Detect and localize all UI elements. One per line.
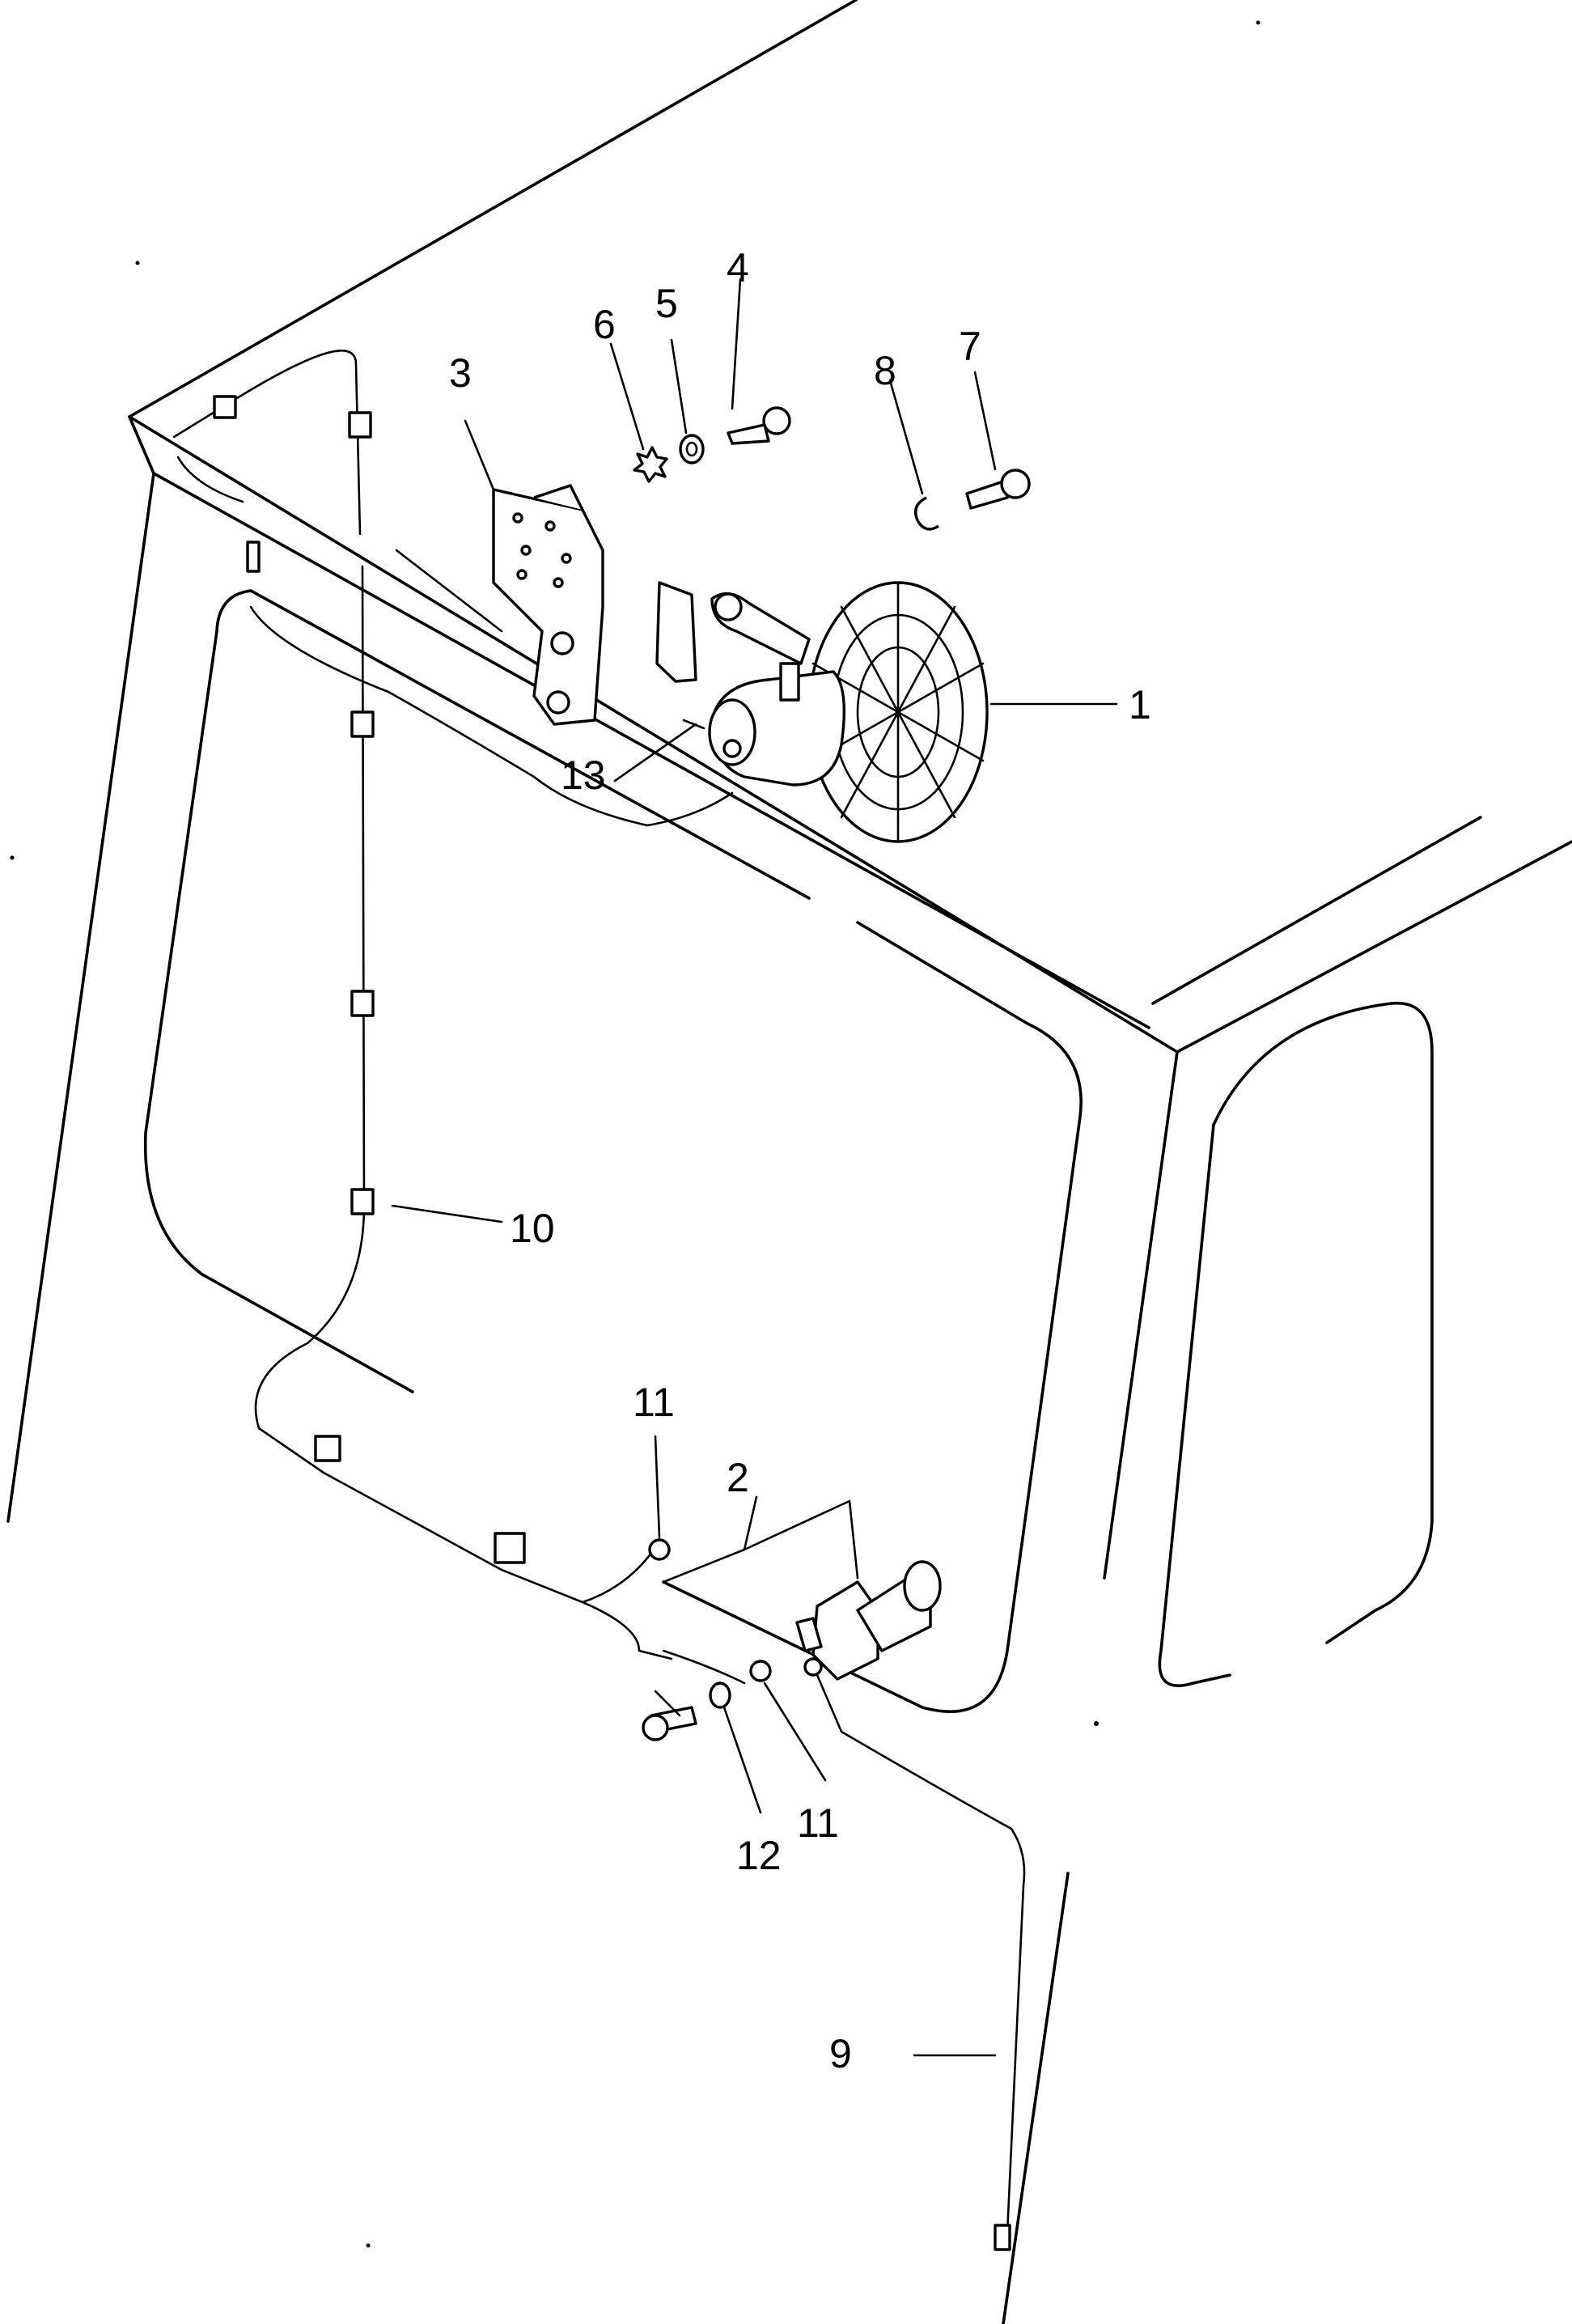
callout-6: 6 (593, 302, 616, 347)
cab-outline (6, 0, 1572, 2324)
front-window (143, 589, 1083, 1713)
callout-7: 7 (959, 324, 981, 369)
fan (708, 581, 989, 843)
callout-11-upper: 11 (633, 1380, 675, 1425)
callout-leaders (391, 278, 1118, 2057)
callout-5: 5 (655, 281, 678, 326)
fan-bracket (655, 581, 811, 683)
harness-clips (213, 395, 1011, 2251)
switch-assembly (795, 1560, 942, 1681)
mounting-bracket (492, 484, 604, 726)
callout-12: 12 (736, 1833, 782, 1878)
hardware (633, 406, 1031, 531)
callout-11-lower: 11 (797, 1800, 839, 1846)
callout-3: 3 (449, 350, 472, 396)
side-window (1158, 1001, 1434, 1687)
callout-1: 1 (1129, 682, 1151, 727)
callout-10: 10 (510, 1206, 555, 1251)
terminals (642, 1538, 772, 1741)
callout-labels: 1 2 3 4 5 6 7 8 9 10 11 11 12 13 (449, 245, 1151, 2076)
callout-9: 9 (829, 2031, 852, 2076)
callout-4: 4 (727, 245, 749, 290)
callout-8: 8 (874, 348, 896, 393)
callout-2: 2 (727, 1455, 749, 1500)
wiring-harness (172, 350, 1026, 2235)
specks (10, 20, 1261, 2248)
callout-13: 13 (561, 753, 606, 798)
